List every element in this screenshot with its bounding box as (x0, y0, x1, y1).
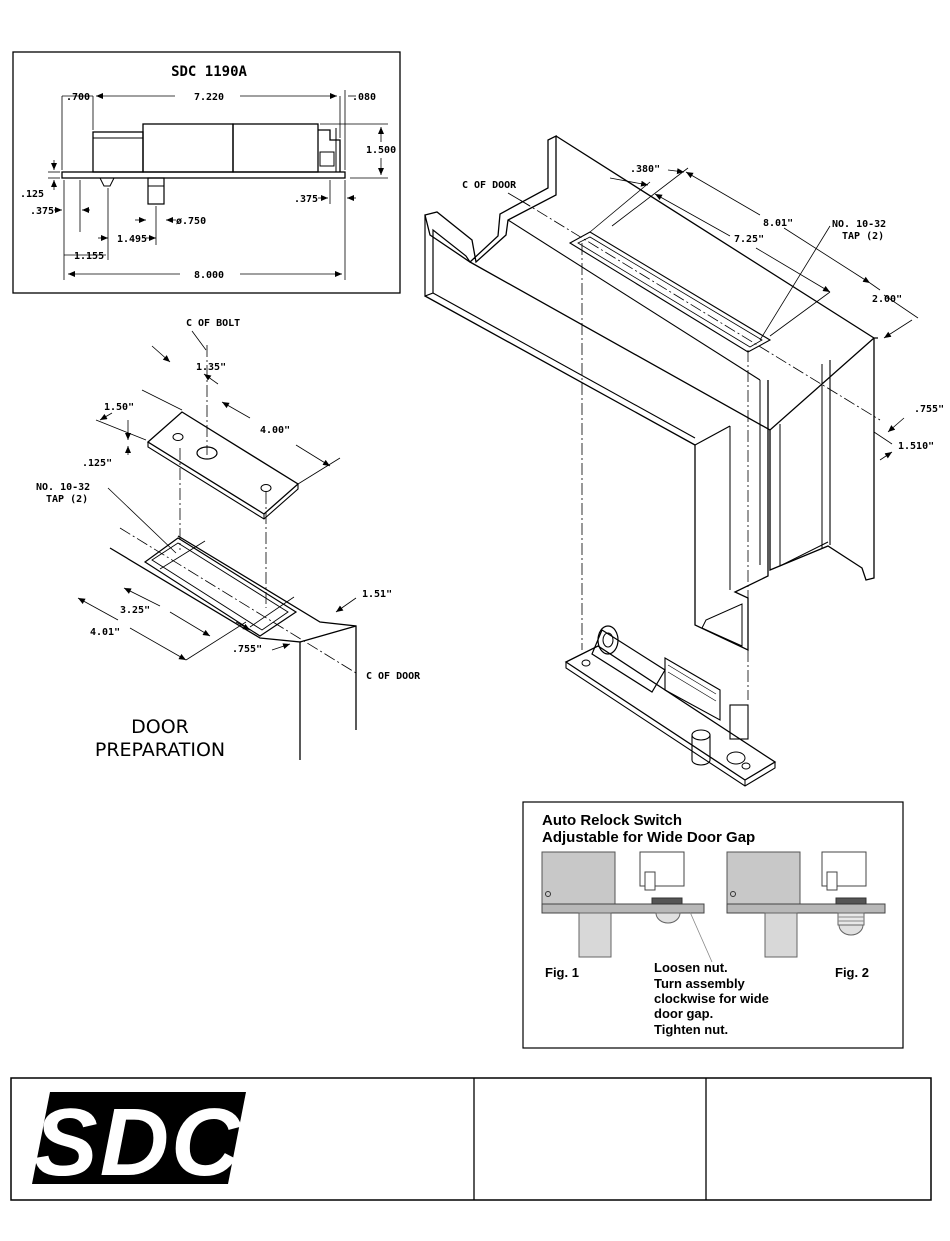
door-prep-caption-line1: DOOR (131, 716, 189, 738)
dim-right-offset: .080 (352, 92, 376, 103)
dim-8-01: 8.01" (763, 218, 793, 229)
tap-label-line1: NO. 10-32 (36, 482, 90, 493)
switch-title-line2: Adjustable for Wide Door Gap (542, 829, 755, 846)
dim-bolt-pos: 1.495 (117, 234, 147, 245)
dim-overall: 8.000 (194, 270, 224, 281)
sdc-logo-text: SDC (34, 1089, 243, 1196)
instruction-line-1: Loosen nut. (654, 960, 728, 975)
dim-bolt-dia: ø.750 (176, 216, 206, 227)
dim-2-00: 2.00" (872, 294, 902, 305)
dim-0-125: .125" (82, 458, 112, 469)
dim-left-offset: .700 (66, 92, 90, 103)
tap-label-line2: TAP (2) (46, 494, 88, 505)
instruction-line-3: clockwise for wide (654, 991, 769, 1006)
sdc-logo: SDC (32, 1089, 246, 1196)
tap-label-iso-line2: TAP (2) (842, 231, 884, 242)
dim-3-25: 3.25" (120, 605, 150, 616)
door-prep-drawing: C OF BOLT 1.35" 1.50" 4.00" .125" NO. 10… (36, 318, 421, 761)
dim-4-01: 4.01" (90, 627, 120, 638)
dim-length-top: 7.220 (194, 92, 224, 103)
dim-right-hole: .375 (294, 194, 318, 205)
dim-1-51: 1.51" (362, 589, 392, 600)
dim-0-755-iso: .755" (914, 404, 944, 415)
instruction-line-4: door gap. (654, 1006, 713, 1021)
title-block: SDC (10, 1077, 932, 1201)
top-view-title: SDC 1190A (171, 64, 247, 80)
cl-bolt-label: C OF BOLT (186, 318, 240, 329)
dim-bolt-from-edge: .375 (30, 206, 54, 217)
instruction-line-2: Turn assembly (654, 976, 746, 991)
cl-door-label-iso: C OF DOOR (462, 180, 517, 191)
switch-panel: Auto Relock Switch Adjustable for Wide D… (522, 801, 904, 1049)
top-view-panel: SDC 1190A .700 7.220 .080 1.500 (12, 51, 401, 294)
cl-door-label-prep: C OF DOOR (366, 671, 421, 682)
dim-0-380: .380" (630, 164, 660, 175)
fig2-label: Fig. 2 (835, 965, 869, 980)
dim-1-35: 1.35" (196, 362, 226, 373)
dim-4-00: 4.00" (260, 425, 290, 436)
dim-0-755-prep: .755" (232, 644, 262, 655)
switch-title-line1: Auto Relock Switch (542, 812, 682, 829)
door-prep-caption-line2: PREPARATION (95, 739, 225, 761)
dim-thickness: .125 (20, 189, 44, 200)
isometric-door-drawing: C OF DOOR .380" 8.01" 7.25" NO. 10-32 TA… (424, 134, 944, 787)
dim-left-pos: 1.155 (74, 251, 104, 262)
dim-height: 1.500 (366, 145, 396, 156)
dim-1-510: 1.510" (898, 441, 934, 452)
dim-7-25: 7.25" (734, 234, 764, 245)
dim-1-50: 1.50" (104, 402, 134, 413)
tap-label-iso-line1: NO. 10-32 (832, 219, 886, 230)
fig1-label: Fig. 1 (545, 965, 579, 980)
instruction-line-5: Tighten nut. (654, 1022, 728, 1037)
